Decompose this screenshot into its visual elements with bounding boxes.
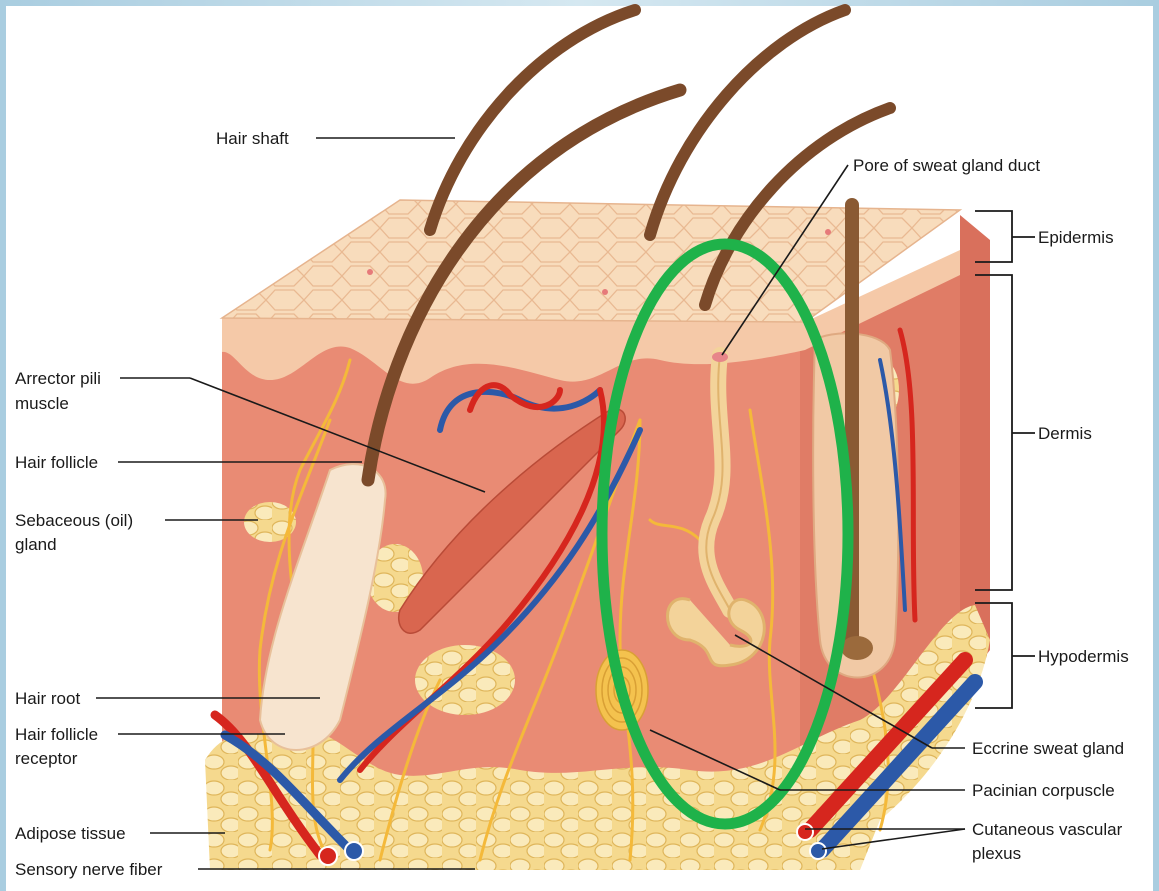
- vessel-end-vein: [810, 843, 826, 859]
- label-pacinian: Pacinian corpuscle: [972, 781, 1115, 800]
- pore-dot: [367, 269, 373, 275]
- label-follicle-receptor-2: receptor: [15, 749, 78, 768]
- label-sebaceous: Sebaceous (oil): [15, 511, 133, 530]
- label-dermis: Dermis: [1038, 424, 1092, 443]
- label-epidermis: Epidermis: [1038, 228, 1114, 247]
- label-arrector-pili: Arrector pili: [15, 369, 101, 388]
- sweat-pore: [712, 352, 728, 362]
- pore-dot: [602, 289, 608, 295]
- label-hair-root: Hair root: [15, 689, 80, 708]
- vessel-end-vein: [345, 842, 363, 860]
- label-arrector-pili-2: muscle: [15, 394, 69, 413]
- label-sensory-nerve: Sensory nerve fiber: [15, 860, 163, 879]
- label-hypodermis: Hypodermis: [1038, 647, 1129, 666]
- vessel-end-artery: [797, 824, 813, 840]
- label-hair-shaft: Hair shaft: [216, 129, 289, 148]
- label-adipose: Adipose tissue: [15, 824, 126, 843]
- label-eccrine: Eccrine sweat gland: [972, 739, 1124, 758]
- label-vascular-2: plexus: [972, 844, 1021, 863]
- label-pore: Pore of sweat gland duct: [853, 156, 1040, 175]
- pore-dot: [825, 229, 831, 235]
- hair-shaft-back-right: [650, 10, 845, 235]
- hair-bulb: [841, 636, 873, 660]
- label-sebaceous-2: gland: [15, 535, 57, 554]
- label-vascular: Cutaneous vascular: [972, 820, 1123, 839]
- label-follicle-receptor: Hair follicle: [15, 725, 98, 744]
- label-hair-follicle: Hair follicle: [15, 453, 98, 472]
- vessel-end-artery: [319, 847, 337, 865]
